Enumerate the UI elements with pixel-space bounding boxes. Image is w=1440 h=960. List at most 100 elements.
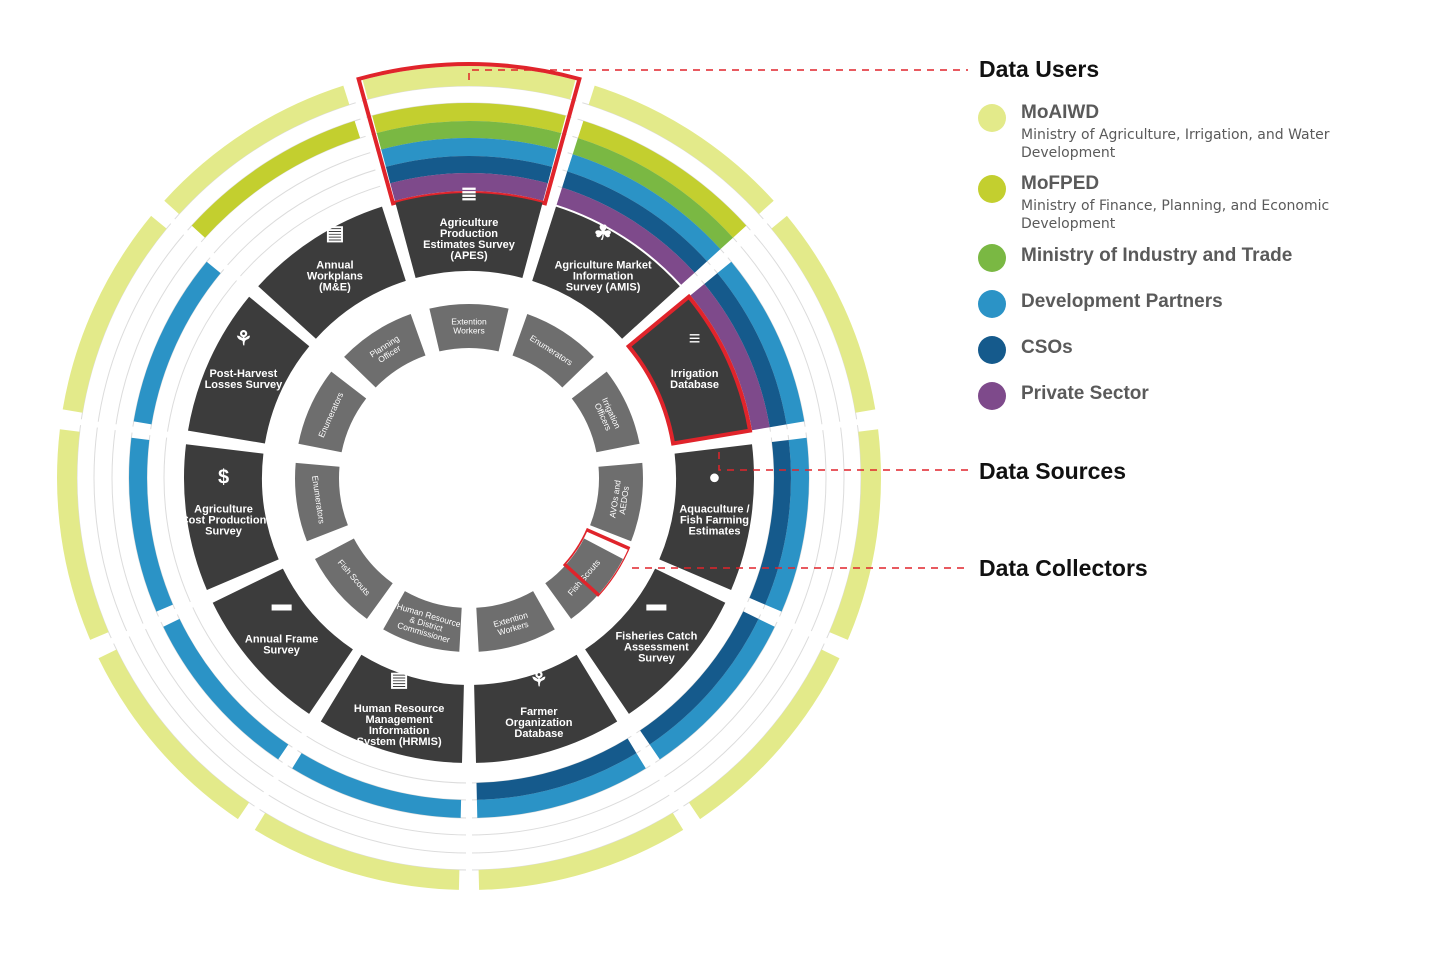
source-label: Survey (AMIS) [566, 281, 641, 293]
source-sector-irrigation-database[interactable] [625, 293, 753, 446]
user-band-csos [704, 273, 787, 428]
fish-icon: ▬ [272, 593, 292, 615]
legend-swatch-private [978, 382, 1006, 410]
legend-label: MoFPED [1021, 173, 1100, 194]
segment-divider [154, 204, 256, 294]
source-label: Post-Harvest [209, 368, 277, 380]
legend-label: CSOs [1021, 337, 1073, 358]
irrigation-icon: ≡ [689, 328, 701, 350]
legend-label: MoAIWD [1021, 102, 1100, 123]
segment-divider [726, 593, 847, 653]
source-label: Agriculture Market [554, 259, 652, 271]
grain-bundle-icon: ≣ [461, 183, 478, 205]
collector-label: Extention [451, 317, 487, 327]
collector-ring-border [288, 297, 650, 659]
source-label: Survey [263, 644, 301, 656]
user-band-moaiwd [688, 649, 840, 820]
source-label: Database [514, 728, 563, 740]
source-sector-agriculture-market-information-survey-amis[interactable] [532, 206, 680, 339]
source-sector-fisheries-catch-assessment-survey[interactable] [585, 568, 726, 714]
source-label: Human Resource [354, 703, 444, 715]
segment-divider [349, 79, 392, 206]
user-band-mit [376, 120, 562, 150]
source-label: Estimates [688, 525, 740, 537]
user-band-csos [749, 440, 791, 605]
water-drop-icon: ● [708, 466, 720, 488]
user-band-private [690, 284, 770, 431]
source-label: Irrigation [671, 368, 719, 380]
collector-sector-extention-workers[interactable] [429, 304, 509, 352]
source-sector-annual-frame-survey[interactable] [212, 568, 353, 714]
source-sector-agriculture-production-estimates-survey-apes[interactable] [395, 193, 543, 278]
legend-swatch-csos [978, 336, 1006, 364]
source-sector-annual-workplans-m-e[interactable] [258, 206, 406, 339]
user-band-moaiwd [771, 215, 876, 413]
source-label: Survey [638, 652, 676, 664]
source-sector-post-harvest-losses-survey[interactable] [188, 296, 310, 444]
collector-sector-fish-scouts[interactable] [545, 538, 623, 619]
source-label: System (HRMIS) [357, 736, 442, 748]
callout-lines [468, 69, 968, 569]
collector-sector-fish-scouts[interactable] [315, 538, 393, 619]
user-band-dp [765, 437, 809, 612]
source-label: Annual [316, 259, 353, 271]
source-label: Organization [505, 717, 573, 729]
segment-divider [620, 716, 696, 828]
source-sector-farmer-organization-database[interactable] [474, 654, 618, 763]
collector-sector-irrigation-officers[interactable] [571, 371, 640, 453]
user-band-dp [567, 154, 721, 262]
source-sector-agriculture-cost-production-survey[interactable] [183, 444, 279, 590]
legend-label: Ministry of Industry and Trade [1021, 245, 1293, 266]
source-label: Agriculture [194, 503, 253, 515]
segment-divider [242, 716, 318, 828]
collector-sector-extention-workers[interactable] [476, 591, 555, 652]
user-band-dp [129, 437, 173, 612]
source-label: Aquaculture / [679, 503, 749, 515]
legend-swatch-mit [978, 244, 1006, 272]
user-band-dp [133, 261, 221, 425]
source-sector-human-resource-management-information-system-hrmis[interactable] [320, 654, 464, 763]
user-band-dp [163, 618, 289, 760]
farmer-icon: ⚘ [530, 669, 548, 691]
source-label: (M&E) [319, 281, 351, 293]
data-users-callout [468, 69, 968, 80]
highlight-user-outline [356, 62, 582, 206]
source-label: Fish Farming [680, 514, 749, 526]
segment-divider [546, 79, 589, 206]
segment-divider [750, 416, 880, 441]
user-band-mofped [372, 102, 566, 134]
collector-sector-enumerators[interactable] [295, 462, 348, 542]
source-label: Fisheries Catch [615, 630, 697, 642]
user-band-moaiwd [254, 812, 460, 890]
user-band-mofped [191, 120, 361, 238]
source-label: Management [366, 714, 434, 726]
collector-sector-enumerators[interactable] [298, 371, 367, 453]
wheel-center [341, 350, 597, 606]
source-label: (APES) [450, 250, 488, 262]
user-band-dp [292, 753, 462, 818]
user-band-moaiwd [57, 429, 109, 640]
source-label: Database [670, 379, 719, 391]
data-sources-callout [718, 452, 968, 471]
collector-sector-planning-officer[interactable] [344, 314, 426, 388]
data-users-heading: Data Users [979, 56, 1100, 82]
user-band-csos [640, 611, 759, 745]
market-chart-icon: ☘ [594, 222, 612, 244]
source-label: Information [369, 725, 430, 737]
source-sector-aquaculture-fish-farming-estimates[interactable] [659, 444, 755, 590]
source-label: Survey [205, 525, 243, 537]
user-rings [57, 62, 881, 892]
fish-icon: ▬ [646, 593, 666, 615]
collector-sector-enumerators[interactable] [512, 314, 594, 388]
crop-loss-icon: ⚘ [234, 328, 252, 350]
collector-sector-human-resource-district-commissioner[interactable] [383, 591, 462, 652]
collector-sector-avos-and-aedos[interactable] [590, 462, 643, 542]
user-band-moaiwd [588, 85, 774, 215]
legend-label: Development Partners [1021, 291, 1223, 312]
legend-swatch-dp [978, 290, 1006, 318]
user-band-moaiwd [164, 85, 350, 215]
user-band-csos [385, 155, 553, 184]
